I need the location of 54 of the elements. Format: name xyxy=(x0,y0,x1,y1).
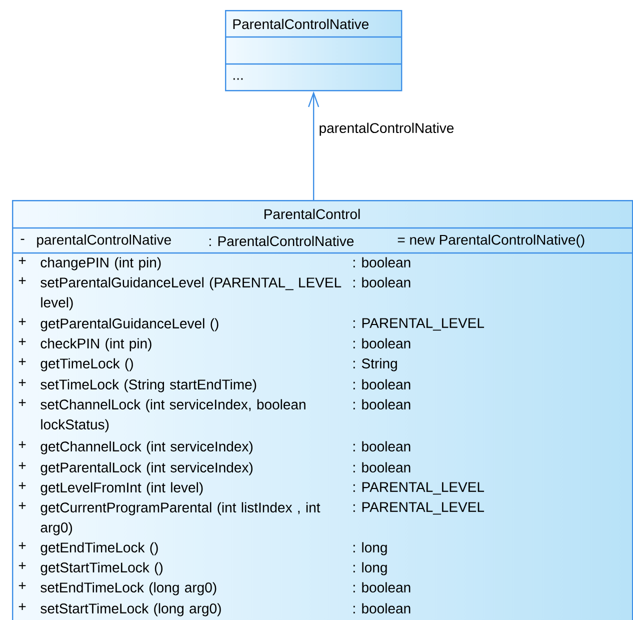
attribute-text: : ParentalControlNative xyxy=(210,236,354,246)
return-type: : boolean xyxy=(354,257,410,268)
return-type: : long xyxy=(354,542,387,556)
operation-text: setEndTimeLock (long arg0) xyxy=(40,582,216,596)
operation-text: getChannelLock (int serviceIndex) xyxy=(40,441,252,454)
visibility-sign: + xyxy=(18,379,26,386)
visibility-sign: + xyxy=(18,338,26,346)
operation-text: changePIN (int pin) xyxy=(40,257,161,270)
operation-text: getParentalGuidanceLevel () xyxy=(40,318,218,332)
return-type: : boolean xyxy=(354,379,410,390)
attribute-text: parentalControlNative xyxy=(37,234,171,248)
visibility-sign: + xyxy=(18,603,26,610)
visibility-sign: + xyxy=(18,257,26,264)
operation-text: getTimeLock () xyxy=(40,358,133,372)
visibility-sign: + xyxy=(18,441,26,448)
return-type: : boolean xyxy=(354,399,410,410)
operation-text: getEndTimeLock () xyxy=(40,542,158,556)
return-type: : long xyxy=(354,562,387,576)
visibility-sign: + xyxy=(18,462,26,470)
return-type: : boolean xyxy=(354,277,410,288)
return-type: : String xyxy=(354,358,397,372)
operation-text: getCurrentProgramParental (int listIndex , int arg0) xyxy=(40,502,320,536)
attribute-text: - xyxy=(20,238,24,240)
return-type: : PARENTAL_LEVEL xyxy=(354,318,484,331)
operation-text: setChannelLock (int serviceIndex, boolean lockStatus) xyxy=(40,399,306,432)
attribute-text: = new ParentalControlNative() xyxy=(398,234,584,248)
operation-text: setParentalGuidanceLevel (PARENTAL_ LEVEL level) xyxy=(40,277,342,310)
visibility-sign: + xyxy=(18,358,26,366)
operation-text: getStartTimeLock () xyxy=(40,562,162,576)
return-type: : boolean xyxy=(354,582,410,592)
visibility-sign: + xyxy=(18,502,26,510)
operation-text: ... xyxy=(234,78,243,80)
visibility-sign: + xyxy=(18,582,26,590)
operation-text: getParentalLock (int serviceIndex) xyxy=(40,462,252,476)
visibility-sign: + xyxy=(18,482,26,490)
operation-text: getLevelFromInt (int level) xyxy=(40,482,203,496)
visibility-sign: + xyxy=(18,277,26,284)
visibility-sign: + xyxy=(18,562,26,570)
return-type: : boolean xyxy=(354,441,410,452)
association-arrow xyxy=(308,91,320,200)
return-type: : PARENTAL_LEVEL xyxy=(354,482,484,495)
operation-text: setStartTimeLock (long arg0) xyxy=(40,603,221,616)
operation-text: checkPIN (int pin) xyxy=(40,338,152,352)
return-type: : boolean xyxy=(354,462,410,472)
visibility-sign: + xyxy=(18,542,26,550)
edge-label: parentalControlNative xyxy=(320,122,454,136)
operation-text: setTimeLock (String startEndTime) xyxy=(40,379,256,392)
visibility-sign: + xyxy=(18,399,26,406)
visibility-sign: + xyxy=(18,318,26,326)
return-type: : boolean xyxy=(354,338,410,348)
return-type: : boolean xyxy=(354,603,410,614)
return-type: : PARENTAL_LEVEL xyxy=(354,502,484,515)
class-name: ParentalControl xyxy=(264,208,360,220)
class-name: ParentalControlNative xyxy=(233,18,369,30)
